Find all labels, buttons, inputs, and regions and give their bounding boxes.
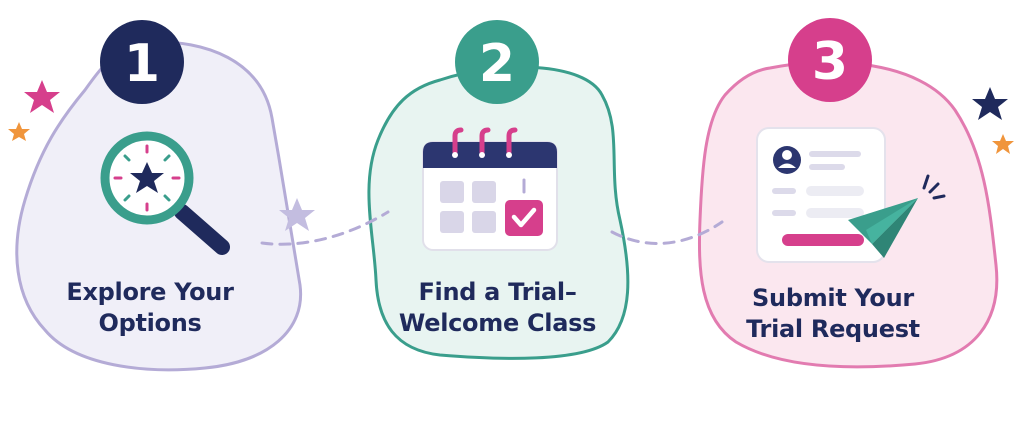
step-2-number: 2 — [479, 34, 515, 94]
step-1-number-badge: 1 — [100, 20, 184, 104]
magnifier-star-icon — [100, 131, 230, 255]
step-2-label-line1: Find a Trial– — [418, 278, 577, 306]
step-3-label: Submit Your Trial Request — [733, 283, 933, 345]
connector-1-2 — [260, 210, 390, 246]
star-icon — [992, 134, 1014, 154]
step-3-label-line2: Trial Request — [746, 315, 920, 343]
form-paper-plane-icon — [756, 127, 946, 263]
step-3-number-badge: 3 — [788, 18, 872, 102]
star-icon — [972, 87, 1008, 120]
star-icon — [8, 122, 30, 141]
step-1-label: Explore Your Options — [50, 277, 250, 339]
step-3-label-line1: Submit Your — [752, 284, 914, 312]
star-icon — [279, 198, 315, 231]
calendar-check-icon — [422, 127, 558, 251]
connector-2-3 — [610, 220, 724, 245]
star-icon — [24, 80, 60, 113]
step-2-number-badge: 2 — [455, 20, 539, 104]
step-2-label: Find a Trial– Welcome Class — [395, 277, 600, 339]
step-3-number: 3 — [812, 32, 848, 92]
step-1-label-line1: Explore Your — [66, 278, 234, 306]
step-1-label-line2: Options — [98, 309, 202, 337]
step-1-number: 1 — [124, 34, 160, 94]
step-2-label-line2: Welcome Class — [398, 309, 597, 337]
